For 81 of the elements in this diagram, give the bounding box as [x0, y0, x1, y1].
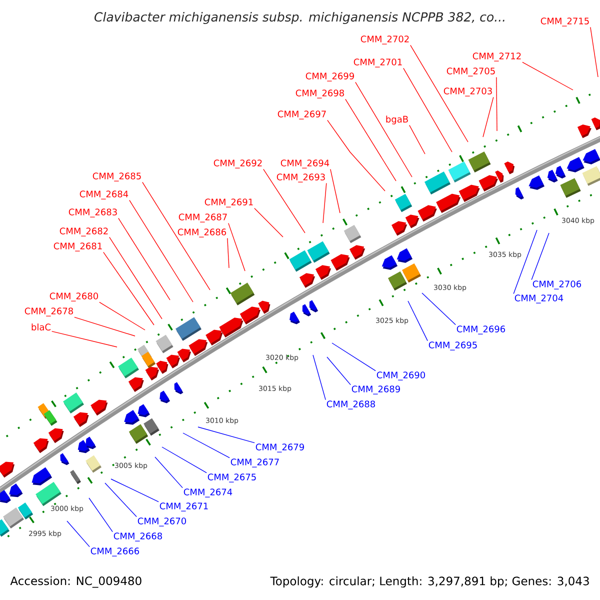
leader-line	[162, 446, 207, 474]
gene-label: CMM_2696	[456, 326, 506, 334]
leader-line	[330, 168, 340, 214]
footer-text: Topology: circular; Length: 3,297,891 bp; Genes: 3,043	[270, 576, 589, 588]
leader-line	[322, 182, 327, 224]
gene-label: CMM_2684	[80, 190, 128, 200]
footer-text: Accession: NC_009480	[10, 576, 142, 588]
gene-label: bgaB	[386, 116, 408, 124]
gene-label: CMM_2712	[472, 52, 521, 62]
leader-line	[88, 498, 113, 532]
gene-label: CMM_2666	[90, 548, 140, 556]
leader-line	[312, 354, 326, 400]
gene-label: CMM_2695	[428, 342, 477, 350]
leader-line	[154, 456, 183, 488]
leader-line	[326, 356, 351, 386]
leader-line	[409, 124, 426, 154]
leader-line	[522, 62, 574, 90]
leader-line	[408, 300, 428, 342]
leader-line	[198, 426, 255, 444]
leader-line	[227, 238, 230, 268]
gene-label: CMM_2706	[532, 280, 582, 290]
gene-label: CMM_2680	[50, 292, 98, 302]
gene-label: CMM_2715	[540, 18, 589, 26]
gene-label: CMM_2694	[280, 160, 330, 168]
gene-label: CMM_2682	[60, 228, 108, 236]
gene-label: CMM_2699	[306, 72, 354, 82]
leader-line	[332, 342, 376, 372]
leader-line	[327, 120, 386, 192]
leader-line	[263, 168, 306, 234]
leader-line	[496, 76, 498, 132]
leader-line	[74, 316, 136, 336]
gene-label: CMM_2671	[160, 502, 208, 512]
leader-line	[355, 82, 412, 178]
gene-label: CMM_2705	[446, 68, 495, 76]
gene-label: CMM_2677	[230, 458, 279, 468]
gene-label: CMM_2678	[24, 308, 73, 316]
gene-label: CMM_2701	[354, 58, 402, 68]
gene-label: CMM_2670	[138, 518, 186, 526]
leader-line	[103, 252, 154, 326]
leader-line	[182, 432, 230, 458]
leader-line	[129, 200, 194, 302]
gene-label: CMM_2675	[208, 474, 256, 482]
gene-label: CMM_2692	[214, 160, 262, 168]
gene-label: CMM_2674	[184, 488, 232, 498]
leader-line	[513, 230, 538, 294]
gene-label: CMM_2697	[278, 110, 326, 120]
leader-line	[110, 478, 159, 502]
leader-line	[482, 96, 494, 138]
map-title: Clavibacter michiganensis subsp. michiganensis NCPPB 382, co...	[94, 12, 504, 24]
gene-label: CMM_2668	[114, 532, 162, 542]
leader-line	[531, 232, 550, 280]
gene-label: CMM_2687	[178, 214, 227, 222]
gene-label: CMM_2691	[204, 198, 253, 208]
gene-label: CMM_2698	[296, 90, 344, 98]
leader-line	[228, 222, 246, 272]
gene-label: CMM_2681	[54, 242, 102, 252]
leader-line	[590, 26, 598, 78]
leader-line	[66, 520, 90, 548]
leader-line	[403, 68, 452, 152]
gene-label: CMM_2704	[514, 294, 564, 304]
gene-label: CMM_2683	[68, 208, 117, 218]
gene-label: CMM_2690	[376, 372, 425, 380]
gene-label: CMM_2686	[178, 228, 226, 238]
leader-line	[109, 236, 162, 320]
gene-label: CMM_2689	[352, 386, 400, 394]
gene-label: CMM_2703	[444, 88, 492, 96]
gene-label: CMM_2702	[360, 36, 409, 44]
gene-label: CMM_2688	[326, 400, 375, 410]
leader-line	[51, 330, 118, 348]
gene-label: blaC	[32, 324, 51, 330]
gene-label: CMM_2685	[92, 172, 141, 182]
gene-label: CMM_2679	[256, 444, 304, 452]
leader-line	[104, 482, 137, 518]
gene-label: CMM_2693	[276, 174, 325, 182]
leader-line	[422, 292, 456, 326]
leader-line	[99, 302, 146, 330]
leader-line	[142, 182, 210, 290]
leader-line	[345, 98, 396, 182]
leader-line	[118, 218, 170, 300]
leader-line	[410, 44, 468, 142]
leader-line	[254, 208, 284, 238]
